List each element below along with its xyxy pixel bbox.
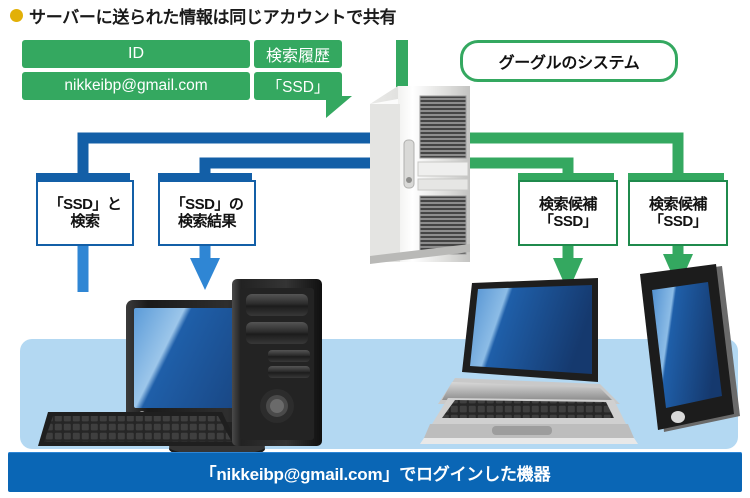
shared-data-table: ID 検索履歴 nikkeibp@gmail.com 「SSD」 <box>22 40 342 100</box>
table-value-id: nikkeibp@gmail.com <box>22 72 250 100</box>
callout-suggestion-tablet-line2: 「SSD」 <box>648 213 708 230</box>
login-account-banner: 「nikkeibp@gmail.com」でログインした機器 <box>8 452 742 492</box>
callout-suggestion-tablet-line1: 検索候補 <box>648 195 708 213</box>
callout-suggestion-laptop-line2: 「SSD」 <box>538 213 598 230</box>
login-account-banner-text: 「nikkeibp@gmail.com」でログインした機器 <box>199 464 551 484</box>
bullet-icon <box>10 9 23 22</box>
google-system-text: グーグルのシステム <box>498 55 640 72</box>
callout-search-result-line2: 検索結果 <box>177 213 237 230</box>
callout-search-query: 「SSD」と 検索 <box>36 180 134 246</box>
table-value-row: nikkeibp@gmail.com 「SSD」 <box>22 72 342 100</box>
speech-bubble-tail <box>326 96 352 118</box>
table-header-row: ID 検索履歴 <box>22 40 342 68</box>
callout-suggestion-laptop-line1: 検索候補 <box>538 195 598 213</box>
table-header-id: ID <box>22 40 250 68</box>
page-title-text: サーバーに送られた情報は同じアカウントで共有 <box>29 8 397 27</box>
callout-suggestion-tablet: 検索候補 「SSD」 <box>628 180 728 246</box>
page-title: サーバーに送られた情報は同じアカウントで共有 <box>10 3 397 28</box>
callout-search-result: 「SSD」の 検索結果 <box>158 180 256 246</box>
device-area-panel <box>20 339 738 449</box>
callout-suggestion-laptop: 検索候補 「SSD」 <box>518 180 618 246</box>
callout-search-result-line1: 「SSD」の <box>170 195 244 213</box>
table-value-history: 「SSD」 <box>254 72 342 100</box>
table-header-history: 検索履歴 <box>254 40 342 68</box>
callout-search-query-line2: 検索 <box>70 213 100 230</box>
google-system-label: グーグルのシステム <box>460 40 678 82</box>
callout-search-query-line1: 「SSD」と <box>48 195 122 213</box>
server-tower-illustration <box>370 86 470 264</box>
